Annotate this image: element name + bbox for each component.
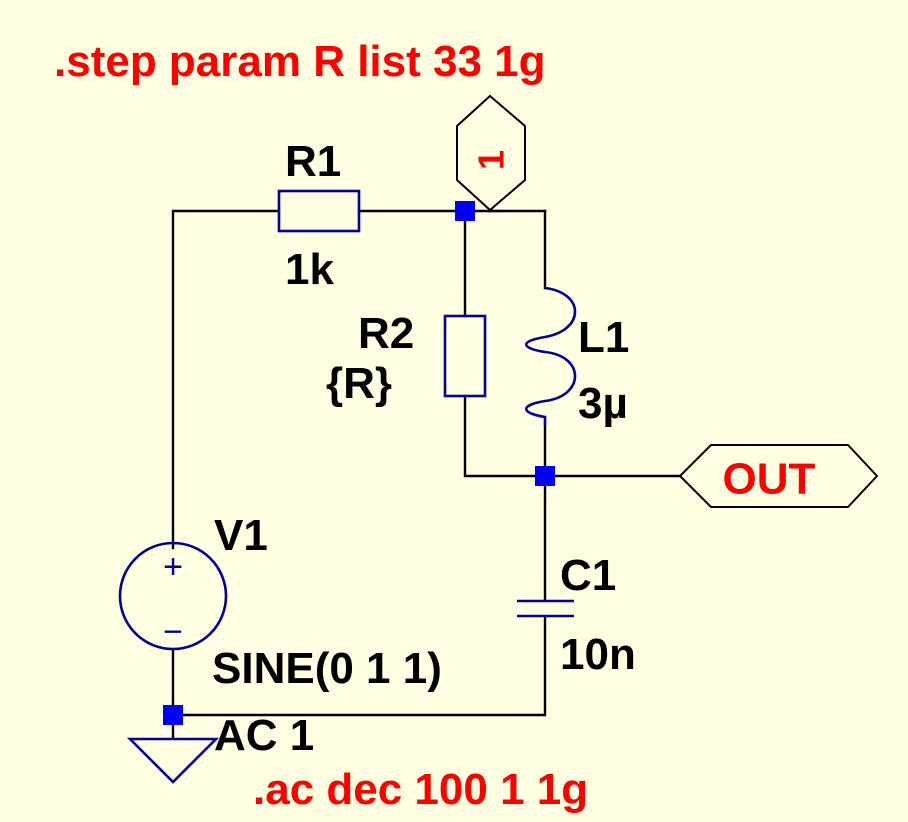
net-label-node1-flag[interactable] xyxy=(456,94,526,212)
capacitor-c1-value: 10n xyxy=(560,630,636,679)
minus-sign-icon: − xyxy=(163,613,183,651)
junction-ground xyxy=(163,705,183,725)
inductor-l1-name: L1 xyxy=(578,313,629,362)
inductor-l1[interactable]: L1 3µ xyxy=(524,286,629,428)
junction-node1 xyxy=(455,201,475,221)
inductor-l1-value: 3µ xyxy=(578,379,628,428)
net-label-node1[interactable]: 1 xyxy=(456,94,526,212)
net-label-out-text: OUT xyxy=(723,455,816,504)
voltage-source-v1[interactable]: + − V1 SINE(0 1 1) AC 1 xyxy=(118,511,442,760)
resistor-r1-body[interactable] xyxy=(277,189,361,233)
wire-r2-out[interactable] xyxy=(463,394,547,478)
capacitor-c1[interactable]: C1 10n xyxy=(517,551,636,679)
junction-out xyxy=(535,466,555,486)
ground-icon[interactable] xyxy=(126,737,220,784)
plus-sign-icon: + xyxy=(163,548,183,586)
inductor-l1-coil[interactable] xyxy=(524,286,577,425)
capacitor-c1-name: C1 xyxy=(560,551,616,600)
step-directive[interactable]: .step param R list 33 1g xyxy=(54,37,546,86)
resistor-r1-name: R1 xyxy=(285,137,341,186)
net-label-out[interactable]: OUT xyxy=(678,444,879,508)
resistor-r2-name: R2 xyxy=(358,309,414,358)
ac-directive[interactable]: .ac dec 100 1 1g xyxy=(253,765,588,814)
resistor-r2[interactable]: R2 {R} xyxy=(326,309,487,408)
wire-c1-ground[interactable] xyxy=(171,615,547,717)
voltage-source-v1-name: V1 xyxy=(214,511,268,560)
voltage-source-v1-ac: AC 1 xyxy=(214,711,314,760)
resistor-r1-value: 1k xyxy=(285,245,334,294)
voltage-source-v1-value: SINE(0 1 1) xyxy=(212,644,442,693)
resistor-r1[interactable]: R1 1k xyxy=(277,137,361,294)
junctions xyxy=(163,201,555,725)
wires xyxy=(171,209,682,740)
net-label-out-flag[interactable] xyxy=(678,444,879,508)
resistor-r2-body[interactable] xyxy=(443,314,487,398)
wire-left-top[interactable] xyxy=(171,209,281,550)
resistor-r2-value: {R} xyxy=(326,359,392,408)
net-label-node1-text: 1 xyxy=(471,150,512,170)
voltage-source-icon[interactable] xyxy=(118,541,228,651)
